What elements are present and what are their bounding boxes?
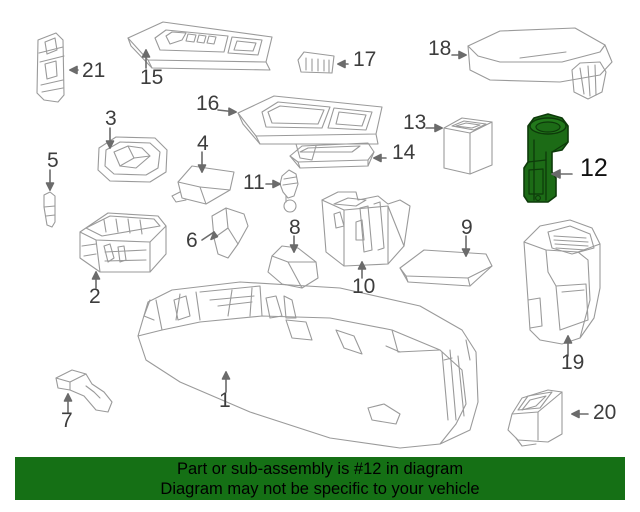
callout-label-11[interactable]: 11 xyxy=(243,171,265,194)
callout-label-7[interactable]: 7 xyxy=(61,409,73,432)
callout-label-2[interactable]: 2 xyxy=(89,285,101,308)
part-12-highlighted-part xyxy=(523,113,569,203)
callout-label-19[interactable]: 19 xyxy=(561,351,585,374)
callout-label-14[interactable]: 14 xyxy=(392,141,416,164)
callout-label-10[interactable]: 10 xyxy=(352,275,376,298)
notice-line-secondary: Diagram may not be specific to your vehi… xyxy=(160,479,480,498)
part-2-ash-tray-assembly xyxy=(79,212,167,273)
part-4-console-lid-trim xyxy=(171,165,235,205)
part-11-shift-knob-button xyxy=(279,169,299,213)
callout-label-1[interactable]: 1 xyxy=(219,389,231,412)
part-9-console-tray-mat xyxy=(399,249,493,287)
callout-label-15[interactable]: 15 xyxy=(140,66,164,89)
callout-label-21[interactable]: 21 xyxy=(82,59,106,82)
part-13-storage-bin xyxy=(443,117,493,175)
notice-line-primary: Part or sub-assembly is #12 in diagram xyxy=(176,459,464,478)
callout-leaders xyxy=(45,49,589,419)
callout-label-8[interactable]: 8 xyxy=(289,216,301,239)
part-19-rear-console-panel xyxy=(523,219,601,345)
callout-label-9[interactable]: 9 xyxy=(461,216,473,239)
part-5-lock-pin xyxy=(43,191,56,228)
part-21-seat-switch-trim xyxy=(36,32,65,103)
part-8-rear-trim-cover xyxy=(267,245,319,289)
callout-label-17[interactable]: 17 xyxy=(353,48,377,71)
callout-label-12[interactable]: 12 xyxy=(580,154,608,182)
callout-label-16[interactable]: 16 xyxy=(196,92,220,115)
part-1-center-console-body xyxy=(137,281,479,449)
part-15-upper-console-trim xyxy=(127,21,273,71)
callout-label-5[interactable]: 5 xyxy=(47,149,59,172)
callout-label-18[interactable]: 18 xyxy=(428,37,452,60)
callout-label-20[interactable]: 20 xyxy=(593,401,617,424)
part-17-vent-grille xyxy=(297,51,335,74)
part-6-shift-boot-bracket xyxy=(211,207,249,259)
callout-label-6[interactable]: 6 xyxy=(186,229,198,252)
part-10-storage-box-frame xyxy=(321,191,411,267)
part-3-cup-holder-insert xyxy=(97,136,168,183)
part-notice-banner: Part or sub-assembly is #12 in diagram D… xyxy=(15,457,625,500)
part-18-armrest-lid xyxy=(467,27,613,100)
part-14-console-lid-pad xyxy=(289,142,375,169)
callout-label-3[interactable]: 3 xyxy=(105,107,117,130)
callout-label-13[interactable]: 13 xyxy=(403,111,427,134)
part-20-rear-ash-tray xyxy=(507,389,563,447)
part-7-console-bracket xyxy=(55,369,113,413)
callout-label-4[interactable]: 4 xyxy=(197,132,209,155)
part-16-lower-console-trim xyxy=(237,95,383,161)
